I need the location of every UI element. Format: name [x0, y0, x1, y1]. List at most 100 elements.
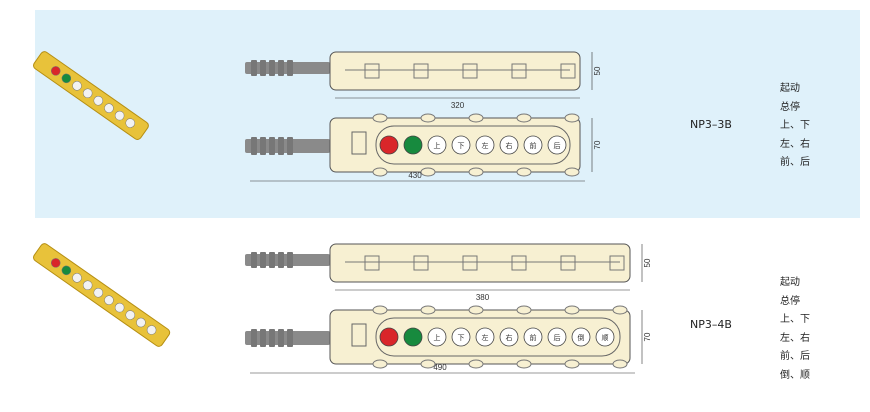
- highlight-panel: [35, 10, 860, 218]
- button-label: 右: [506, 333, 513, 342]
- cable-ring: [251, 60, 257, 76]
- pendant-button: [451, 135, 471, 155]
- front-view-lug: [564, 167, 580, 177]
- function-item: 起动: [780, 277, 800, 288]
- front-length-label: 430: [408, 171, 422, 180]
- cable-ring: [251, 252, 257, 268]
- pendant-button: [499, 327, 519, 347]
- pendant-button: [475, 327, 495, 347]
- front-view-lug: [420, 359, 436, 369]
- pendant-button: [125, 118, 136, 128]
- front-view-lug: [372, 167, 388, 177]
- button-label: 上: [434, 333, 441, 342]
- function-list: 起动 总停 上、下 左、右 前、后: [780, 80, 810, 173]
- button-label: 下: [458, 142, 465, 150]
- front-view-lug: [564, 359, 580, 369]
- top-view-body: [329, 243, 631, 283]
- front-view-lug: [612, 305, 628, 315]
- pendant-button: [403, 327, 423, 347]
- pendant-button: [571, 327, 591, 347]
- function-item: 左、右: [780, 138, 810, 150]
- cable-ring: [278, 329, 284, 347]
- top-view-clip: [413, 63, 429, 79]
- pendant-button: [547, 135, 567, 155]
- top-view-body: [329, 51, 581, 91]
- pendant-button: [114, 302, 125, 313]
- cable-ring: [269, 60, 275, 76]
- button-label: 左: [482, 141, 489, 150]
- top-view-clip: [462, 63, 478, 79]
- button-label: 前: [530, 141, 537, 150]
- cable-ring: [287, 60, 293, 76]
- front-view-lug: [564, 305, 580, 315]
- pendant-button: [93, 287, 104, 298]
- function-item: 总停: [780, 295, 800, 307]
- function-item: 左、右: [780, 332, 810, 344]
- pendant-button: [104, 103, 114, 113]
- front-view-lug: [420, 167, 436, 177]
- pendant-button: [475, 135, 495, 155]
- pendant-photo: [33, 51, 149, 140]
- function-item: 前、后: [780, 157, 810, 168]
- function-item: 前、后: [780, 351, 810, 362]
- pendant-button: [379, 327, 399, 347]
- top-height-label: 50: [593, 66, 602, 75]
- button-label: 后: [554, 141, 561, 150]
- front-view-lug: [420, 113, 436, 123]
- function-item: 总停: [780, 101, 800, 113]
- cable-ring: [287, 137, 293, 155]
- function-item: 上、下: [780, 120, 810, 131]
- button-label: 上: [434, 141, 441, 150]
- pendant-button: [93, 95, 104, 106]
- top-view-clip: [413, 255, 429, 271]
- top-view-clip: [511, 255, 527, 271]
- cable-ring: [278, 137, 284, 155]
- cable-ring: [260, 252, 266, 268]
- front-view-lug: [468, 359, 484, 369]
- front-view-lug: [420, 305, 436, 315]
- cable-ring: [287, 252, 293, 268]
- cable-ring: [269, 329, 275, 347]
- button-label: 右: [506, 141, 513, 150]
- button-track: [375, 317, 621, 357]
- pendant-button: [146, 325, 157, 335]
- front-view-lug: [372, 305, 388, 315]
- cable-ring: [287, 329, 293, 347]
- front-view-lug: [516, 167, 532, 177]
- front-view-lug: [516, 113, 532, 123]
- function-item: 倒、顺: [780, 369, 810, 381]
- front-view-lug: [564, 113, 580, 123]
- cable-ring: [251, 329, 257, 347]
- pendant-button: [82, 88, 93, 99]
- front-view-lug: [372, 113, 388, 123]
- front-length-label: 490: [433, 363, 447, 372]
- top-view-clip: [560, 63, 576, 79]
- top-view-clip: [560, 255, 576, 271]
- top-length-label: 380: [476, 293, 490, 302]
- pendant-button: [547, 327, 567, 347]
- button-label: 下: [458, 334, 465, 342]
- function-list: 起动 总停 上、下 左、右 前、后 倒、顺: [780, 274, 810, 385]
- pendant-button: [499, 135, 519, 155]
- pendant-button: [523, 135, 543, 155]
- pendant-photo: [33, 243, 171, 347]
- cable-ring: [269, 137, 275, 155]
- front-view-lug: [372, 359, 388, 369]
- pendant-button: [451, 327, 471, 347]
- pendant-button: [595, 327, 615, 347]
- cable-ring: [260, 60, 266, 76]
- pendant-button: [61, 73, 72, 84]
- pendant-button: [61, 265, 72, 276]
- top-view-clip: [462, 255, 478, 271]
- cable-ring: [260, 137, 266, 155]
- front-view-lug: [468, 167, 484, 177]
- front-height-label: 70: [593, 140, 602, 149]
- product-drawing: 38050上下左右前后倒顺49070: [33, 243, 652, 374]
- top-view-clip: [364, 255, 380, 271]
- cable-ring: [260, 329, 266, 347]
- top-height-label: 50: [643, 258, 652, 267]
- button-label: 后: [554, 333, 561, 342]
- pendant-button: [50, 66, 61, 76]
- function-item: 上、下: [780, 314, 810, 325]
